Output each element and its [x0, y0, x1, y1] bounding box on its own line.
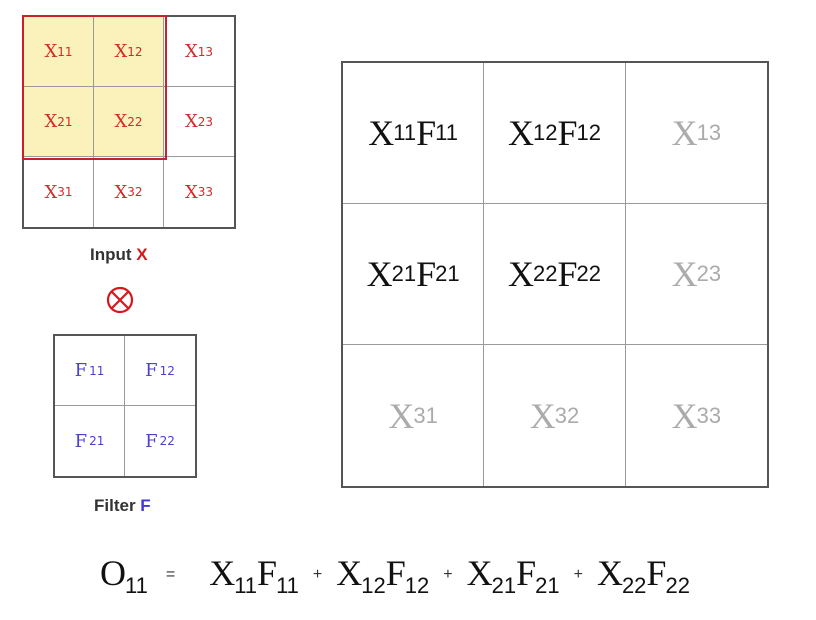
formula-term-1: X11F11: [209, 553, 299, 598]
formula-plus: +: [443, 566, 453, 583]
formula-term-4: X22F22: [596, 553, 690, 598]
formula-term-2: X12F12: [336, 553, 430, 598]
output-formula: O11 = X11F11 + X12F12 + X21F21 + X22F22: [100, 552, 690, 602]
formula-equals: =: [165, 566, 176, 583]
input-label: Input X: [90, 245, 148, 264]
formula-lhs: O11: [100, 553, 148, 598]
formula-plus: +: [312, 566, 323, 583]
formula-plus: +: [573, 566, 583, 583]
otimes-icon: [106, 286, 134, 314]
formula-term-3: X21F21: [466, 553, 560, 598]
filter-label: Filter F: [94, 496, 151, 515]
